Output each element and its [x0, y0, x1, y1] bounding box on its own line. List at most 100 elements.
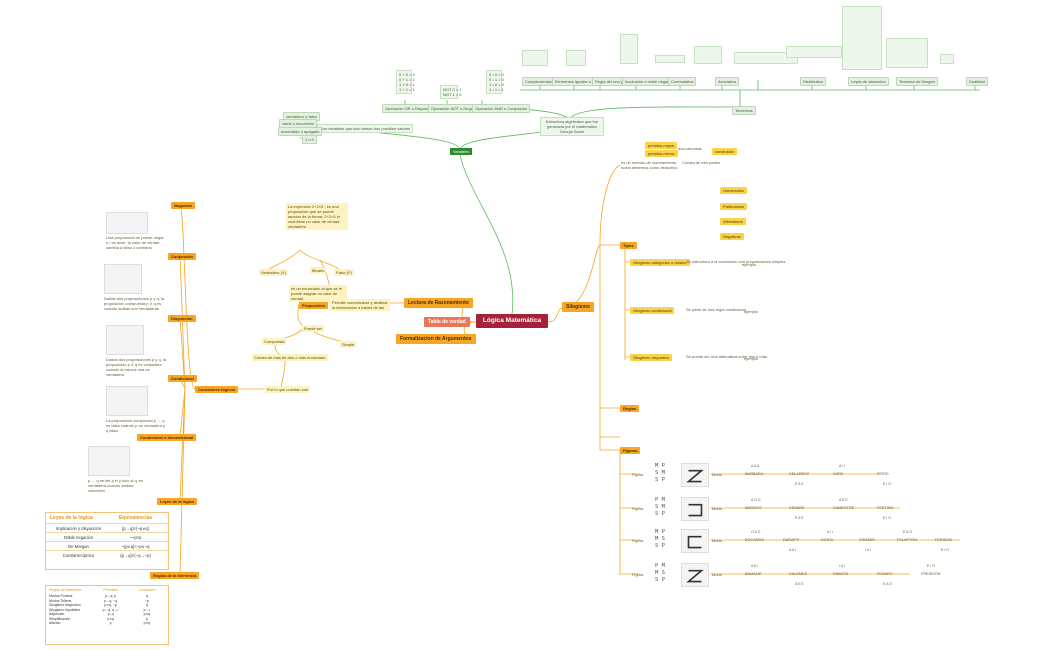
modo-item[interactable]: FESTINO: [877, 506, 894, 510]
figura-shape-icon: [686, 569, 704, 583]
figura-diagram: [681, 463, 709, 487]
teoremas-node[interactable]: Teoremas: [732, 106, 756, 115]
leyes-name: De Morgan: [68, 543, 89, 549]
figura-letter-row: S M: [655, 504, 665, 510]
formula-box: [620, 34, 638, 64]
particulares-node[interactable]: Particulares: [720, 203, 748, 210]
modo-code: I A I: [839, 564, 845, 568]
modo-item[interactable]: DATISI: [821, 538, 833, 542]
modo-item[interactable]: BARBARA: [745, 472, 764, 476]
premisa-mayor-node[interactable]: premisa mayor: [645, 142, 678, 149]
permite-node[interactable]: Permite comunicarse y analizar la inform…: [330, 299, 390, 311]
two-values-node[interactable]: Son variables que solo toman dos posible…: [317, 124, 414, 133]
negativos-node[interactable]: Negativos: [720, 233, 744, 240]
branch-silogismo[interactable]: Silogismo: [562, 302, 594, 312]
conclusion-node[interactable]: conclusión: [712, 148, 737, 155]
falso-node[interactable]: Falso (F): [334, 269, 354, 276]
branch-formalizacion[interactable]: Formalizacion de Argumentos: [396, 334, 476, 344]
verdadero-node[interactable]: Verdadero (V): [259, 269, 288, 276]
value-item[interactable]: 1 o 0: [302, 135, 317, 144]
conectores-node[interactable]: Conectores lógicos: [195, 386, 239, 393]
teorema-item[interactable]: Dualidad: [966, 77, 988, 86]
teorema-item[interactable]: Leyes de absorción: [848, 77, 889, 86]
modo-item[interactable]: DARII: [833, 472, 844, 476]
conjuncion-node[interactable]: Conjunción: [168, 253, 196, 260]
modo-item[interactable]: FESAPO: [877, 572, 893, 576]
condicional-sil-node[interactable]: Silogismo condicional: [630, 307, 675, 314]
formula-box: [940, 54, 954, 64]
modo-item[interactable]: FERIO: [877, 472, 889, 476]
disyuntivo-desc: Se puede ser una alternativa entre dos o…: [686, 354, 767, 359]
modo-item[interactable]: DISAMIS: [859, 538, 875, 542]
op-and-node[interactable]: Operación AND o Conjunción: [472, 104, 531, 113]
modo-code: E I O: [941, 548, 949, 552]
modo-code: E A E: [795, 516, 804, 520]
modo-item[interactable]: CALEMES: [789, 572, 808, 576]
dos-premisas-node[interactable]: dos premisas: [678, 146, 702, 151]
modo-item[interactable]: DARAPTI: [783, 538, 800, 542]
formula-box: [566, 50, 586, 66]
modo-item[interactable]: FERISON: [935, 538, 952, 542]
reglas-name: Silogismo hipotético: [49, 607, 81, 612]
inferencia-node[interactable]: Reglas de la inferencia: [150, 572, 200, 579]
modo-item[interactable]: CAMESTRE: [833, 506, 855, 510]
reglas-conclusion: p∧q: [143, 612, 151, 616]
modo-code: E A E: [795, 482, 804, 486]
disyuncion-node[interactable]: Disyunción: [168, 315, 196, 322]
modo-item[interactable]: CESARE: [789, 506, 805, 510]
modo-item[interactable]: FELAPTON: [897, 538, 917, 542]
modo-item[interactable]: BAMALIP: [745, 572, 762, 576]
negacion-node[interactable]: Negación: [171, 202, 196, 209]
teorema-item[interactable]: Distributiva: [800, 77, 826, 86]
branch-lectura[interactable]: Lectura de Razonamiento: [404, 298, 473, 308]
enunciado-node[interactable]: es un enunciado al que se le puede asign…: [289, 285, 347, 302]
figuras-node[interactable]: Figuras: [620, 447, 641, 454]
binario-node[interactable]: Binario: [310, 267, 327, 274]
teorema-item[interactable]: Asociativa: [715, 77, 740, 86]
consta-partes-node[interactable]: Consta de tres partes: [682, 160, 721, 165]
boole-structure-node[interactable]: Estructura algebraica que fue generada p…: [540, 117, 604, 136]
reglas-premisas: p→q, p: [104, 594, 117, 598]
reglas-name: Modus Tollens: [49, 598, 72, 603]
reglas-name: Adición: [49, 621, 61, 625]
condicional-node[interactable]: Condicional: [168, 375, 197, 382]
tipos-node[interactable]: Tipos: [620, 242, 637, 249]
premisa-menor-node[interactable]: premisa menor: [645, 150, 678, 157]
consta-node[interactable]: Consta de mas de dos o más enunciado: [252, 354, 328, 361]
bicondicional-node[interactable]: Condicional o bicondicional: [137, 434, 197, 441]
branch-variables[interactable]: Variables: [450, 148, 473, 155]
modo-item[interactable]: DIMATIS: [833, 572, 849, 576]
por-lo-que-node[interactable]: Por lo que cuentan con: [265, 386, 311, 393]
root-topic[interactable]: Lógica Matemática: [476, 314, 548, 328]
compuesta-node[interactable]: Compuesta: [262, 338, 287, 345]
value-item[interactable]: encendido o apagado: [278, 127, 323, 136]
branch-tabla[interactable]: Tabla de verdad: [424, 317, 470, 327]
reglas-premisas: p∧q: [107, 616, 114, 621]
modo-item[interactable]: BAROCO: [745, 506, 762, 510]
modo-label: Modo: [712, 572, 723, 577]
afirmativos-node[interactable]: Afirmativos: [720, 218, 746, 225]
modo-item[interactable]: FRESISON: [921, 572, 941, 576]
conjunction-text: Dadas dos proposiciones p y q, la propos…: [104, 296, 165, 311]
modo-code: E A O: [883, 582, 892, 586]
teorema-item[interactable]: Conmutativa: [668, 77, 697, 86]
leyes-node[interactable]: Leyes de la lógica: [157, 498, 198, 505]
categorico-node[interactable]: Silogismo categórico o clásico: [630, 259, 690, 266]
simple-node[interactable]: Simple: [340, 341, 357, 348]
modo-code: A A A: [751, 464, 760, 468]
modo-item[interactable]: BOCARDO: [745, 538, 765, 542]
disyuntivo-node[interactable]: Silogismo disyuntivo: [630, 354, 673, 361]
teorema-item[interactable]: Teorema de Morgan: [896, 77, 938, 86]
reglas-node[interactable]: Reglas: [620, 405, 640, 412]
puede-ser-node[interactable]: Puede ser: [302, 325, 325, 332]
proposicion-node[interactable]: Proposición: [299, 302, 329, 309]
truth-table-biconditional: [88, 446, 130, 476]
modo-item[interactable]: CELARENT: [789, 472, 810, 476]
figura-label: Figura: [632, 472, 644, 477]
universales-node[interactable]: Universales: [720, 187, 747, 194]
modo-code: A E E: [839, 498, 848, 502]
